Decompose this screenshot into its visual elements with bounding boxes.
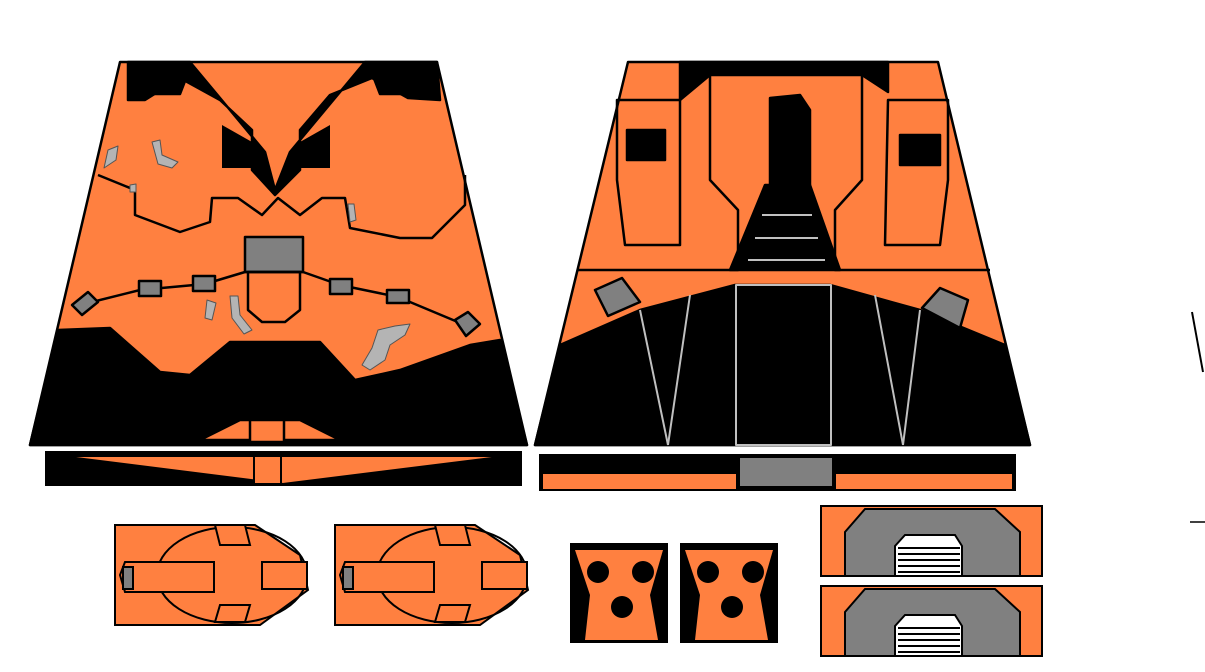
torso-back <box>533 60 1032 447</box>
back-hip-strip <box>539 454 1016 491</box>
hand-right <box>680 543 778 643</box>
leg-panel-bottom <box>820 585 1043 657</box>
leg-panel-top <box>820 505 1043 577</box>
arm-left <box>114 524 310 626</box>
torso-front <box>28 60 529 447</box>
edge-fragment <box>1191 311 1204 373</box>
front-hip-strip <box>45 451 522 486</box>
arm-right <box>334 524 529 626</box>
hand-left <box>570 543 668 643</box>
